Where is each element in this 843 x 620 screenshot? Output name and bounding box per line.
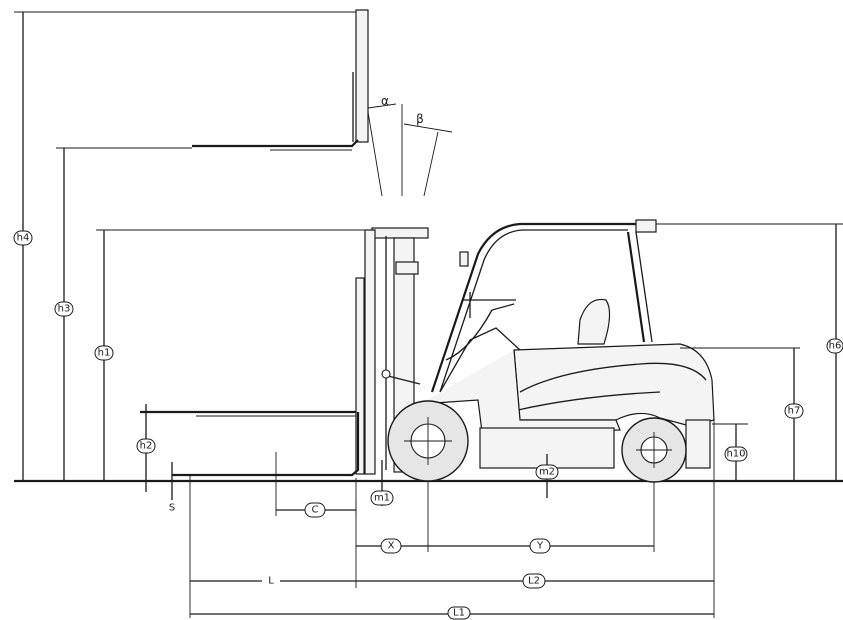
svg-text:Y: Y [536,541,544,552]
dim-l [189,476,356,618]
svg-text:h10: h10 [726,449,745,460]
svg-text:h3: h3 [58,304,71,315]
svg-text:h2: h2 [140,441,153,452]
svg-text:X: X [388,541,395,552]
label-h3: h3 [54,301,74,317]
beta-label: β [416,112,424,126]
label-y: Y [529,538,551,554]
tilt-angle-lines [367,103,453,197]
dim-h4 [14,11,356,481]
svg-text:L1: L1 [453,608,465,619]
dim-h3 [56,147,192,481]
rear-wheel [621,417,687,483]
raised-mast-top [192,9,369,151]
svg-text:S: S [169,503,175,514]
label-x: X [380,538,402,554]
svg-text:m2: m2 [539,467,555,478]
svg-text:C: C [312,505,319,516]
raised-mast-mid [96,227,429,239]
label-m2: m2 [535,464,559,480]
label-h7: h7 [784,403,804,419]
label-h2: h2 [136,438,156,454]
label-l2: L2 [522,573,546,589]
label-c: C [304,502,326,518]
svg-text:h7: h7 [788,406,801,417]
svg-text:L: L [268,576,274,587]
svg-text:L2: L2 [528,576,540,587]
mast-lowered [140,229,419,477]
label-m1: m1 [370,490,394,506]
label-l1: L1 [447,606,471,620]
alpha-label: α [381,94,389,108]
svg-text:m1: m1 [374,493,390,504]
label-h10: h10 [724,446,748,462]
svg-text:h6: h6 [829,341,842,352]
svg-text:h1: h1 [98,348,111,359]
label-h6: h6 [826,338,843,354]
label-h4: h4 [13,230,33,246]
label-s: S [169,503,175,514]
label-l: L [262,574,280,588]
label-h1: h1 [94,345,114,361]
front-wheel [387,400,469,482]
svg-text:h4: h4 [17,233,30,244]
